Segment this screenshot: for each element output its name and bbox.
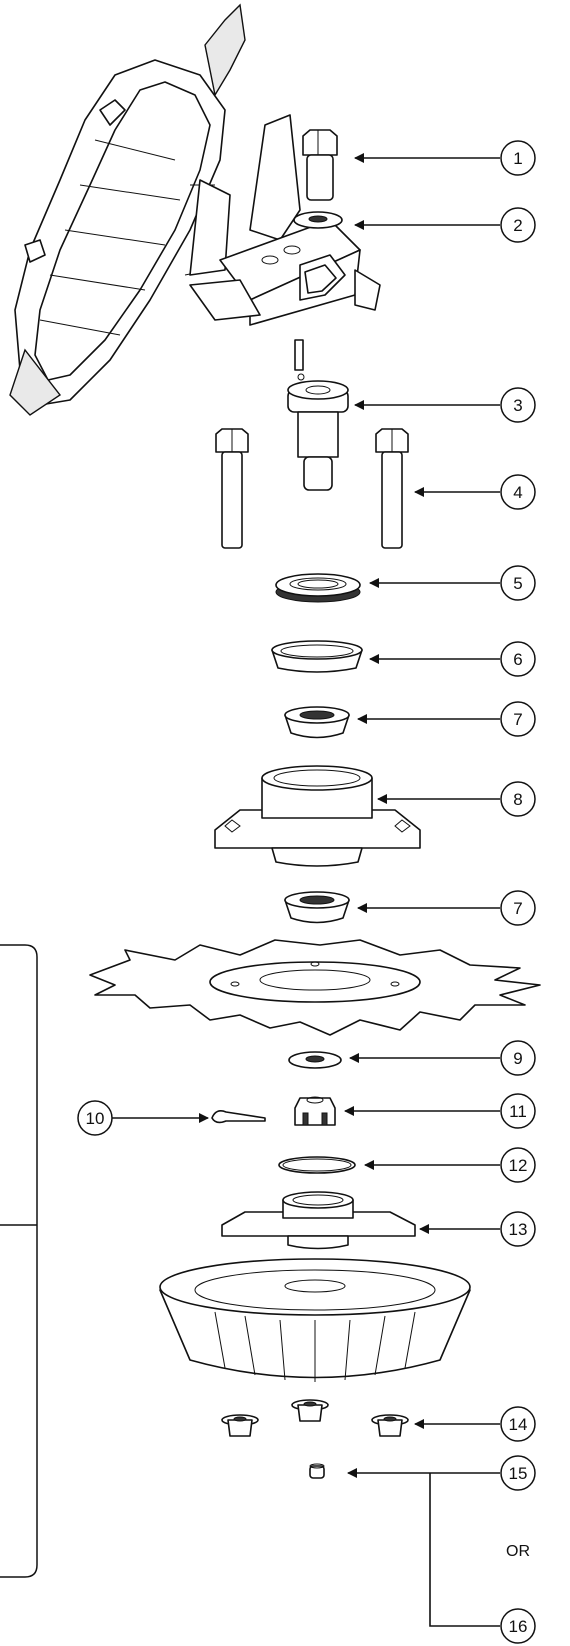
callout-10: 10	[77, 1100, 113, 1136]
long-bolt-illustration	[215, 428, 409, 549]
bearing-cone-illustration	[284, 706, 350, 739]
callout-12: 12	[500, 1147, 536, 1183]
grease-fitting-illustration	[309, 1463, 325, 1479]
spinner-disc-illustration	[89, 939, 541, 1036]
callout-13: 13	[500, 1211, 536, 1247]
callout-3: 3	[500, 387, 536, 423]
svg-text:11: 11	[509, 1102, 527, 1121]
flange-nut-illustration	[291, 1399, 329, 1422]
frame-tube-illustration	[189, 114, 381, 326]
spinner-bowl-illustration	[159, 1258, 471, 1382]
svg-text:2: 2	[513, 216, 522, 235]
svg-text:7: 7	[513, 899, 522, 918]
castle-nut-illustration	[294, 1096, 336, 1126]
callout-4: 4	[500, 474, 536, 510]
svg-text:4: 4	[513, 483, 522, 502]
callout-1: 1	[500, 140, 536, 176]
callout-8: 8	[500, 781, 536, 817]
svg-text:5: 5	[513, 574, 522, 593]
svg-text:1: 1	[513, 149, 522, 168]
callout-7a: 7	[500, 701, 536, 737]
callout-6: 6	[500, 641, 536, 677]
leader-16	[429, 1473, 500, 1627]
washer-illustration	[288, 1051, 342, 1069]
cotter-pin-illustration	[211, 1110, 266, 1124]
callout-9: 9	[500, 1040, 536, 1076]
flange-housing-illustration	[214, 765, 421, 867]
svg-text:16: 16	[509, 1617, 528, 1636]
callout-5: 5	[500, 565, 536, 601]
svg-text:8: 8	[513, 790, 522, 809]
svg-text:13: 13	[509, 1220, 528, 1239]
leader-lines	[112, 153, 500, 1627]
callouts: 1 2 3 4 5 6 7 8 7 9 10 11 12 13 14 15 16…	[77, 140, 536, 1644]
bearing-cone-illustration	[284, 891, 350, 924]
flange-nut-illustration	[221, 1414, 259, 1437]
flange-bearing-illustration	[221, 1191, 416, 1250]
svg-text:9: 9	[513, 1049, 522, 1068]
svg-text:6: 6	[513, 650, 522, 669]
svg-text:15: 15	[509, 1464, 528, 1483]
callout-7b: 7	[500, 890, 536, 926]
svg-text:7: 7	[513, 710, 522, 729]
motor-housing-illustration	[9, 3, 246, 416]
flange-nut-illustration	[371, 1414, 409, 1437]
svg-text:14: 14	[509, 1415, 528, 1434]
svg-text:10: 10	[86, 1109, 105, 1128]
callout-14: 14	[500, 1406, 536, 1442]
seal-illustration	[275, 573, 361, 603]
bolt-illustration	[302, 129, 338, 201]
callout-16: 16	[500, 1608, 536, 1644]
group-bracket	[0, 944, 38, 1578]
callout-11: 11	[500, 1093, 536, 1129]
bearing-cup-illustration	[271, 640, 363, 673]
or-label: OR	[506, 1543, 530, 1560]
callout-15: 15	[500, 1455, 536, 1491]
svg-text:12: 12	[509, 1156, 528, 1175]
snap-ring-illustration	[278, 1156, 356, 1174]
washer-illustration	[293, 211, 343, 229]
shaft-illustration	[287, 339, 349, 491]
callout-2: 2	[500, 207, 536, 243]
svg-text:3: 3	[513, 396, 522, 415]
